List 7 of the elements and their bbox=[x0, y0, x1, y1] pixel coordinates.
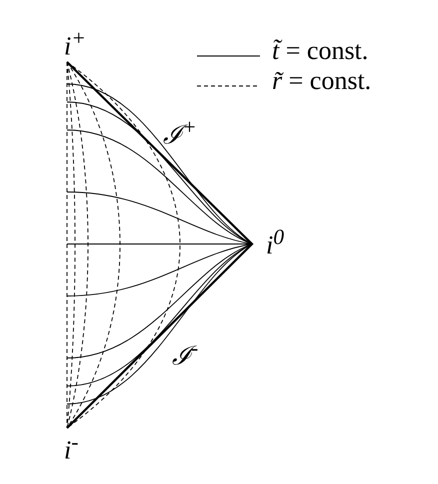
infinity-point-label: i$^{0}$ bbox=[266, 227, 284, 259]
legend-label: r̃ = const. bbox=[272, 68, 372, 94]
null-infinity-label: ℐ$^{+}$ bbox=[163, 117, 197, 149]
legend-label: t̃ = const. bbox=[272, 38, 368, 64]
infinity-point-label: i$^{-}$ bbox=[64, 432, 78, 464]
null-infinity-label: ℐ$^{-}$ bbox=[172, 338, 198, 370]
infinity-point-label: i$^{+}$ bbox=[64, 28, 86, 60]
